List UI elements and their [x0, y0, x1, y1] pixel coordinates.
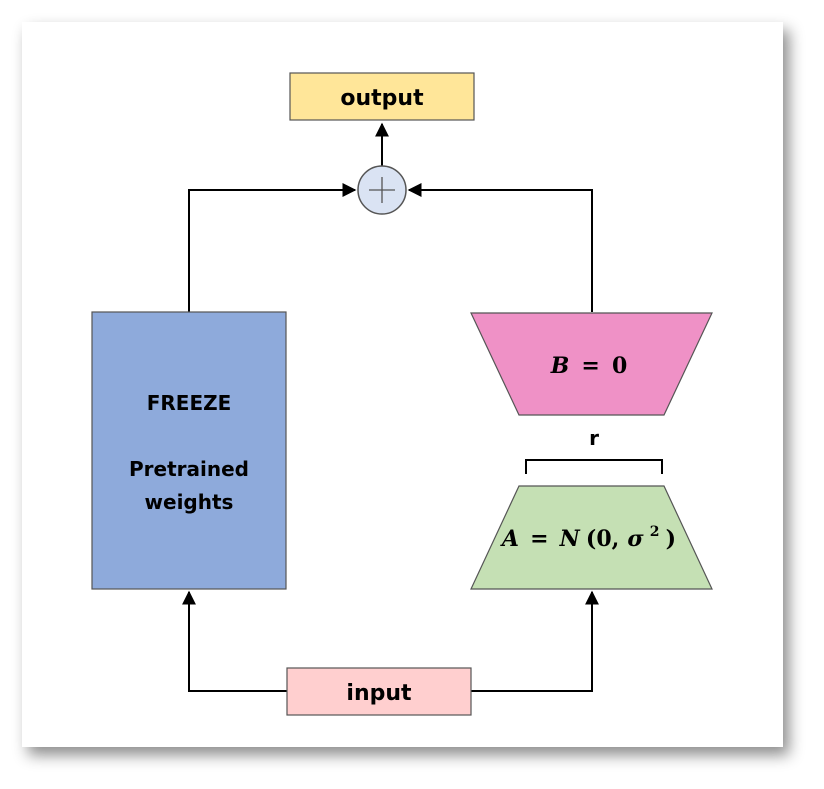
frozen-weights-block: FREEZE Pretrained weights: [91, 311, 287, 590]
input-box: [286, 667, 472, 716]
matrix-a-block: A = N (0, σ 2 ): [470, 485, 713, 590]
connectors: [182, 122, 599, 692]
input-node: input: [286, 667, 472, 716]
rank-brace: [525, 459, 663, 474]
frozen-weights-box: [91, 311, 287, 590]
matrix-b-block: B = 0: [470, 312, 713, 416]
output-box: [289, 72, 475, 121]
pretrained-label: Pretrained: [129, 457, 249, 481]
matrix-b-trapezoid: [470, 312, 713, 416]
matrix-a-trapezoid: [470, 485, 713, 590]
rank-bracket: r: [525, 426, 663, 474]
matrix-b-equation: B = 0: [550, 353, 628, 379]
input-label: input: [346, 681, 412, 706]
weights-label: weights: [145, 490, 234, 514]
arrow-input-to-matrix-a: [471, 590, 599, 692]
arrow-matrix-b-to-sum: [407, 183, 593, 312]
plus-circle-icon: [357, 165, 407, 215]
rank-label: r: [589, 426, 599, 450]
matrix-a-equation: A = N (0, σ 2 ): [500, 516, 676, 552]
output-label: output: [340, 86, 424, 111]
arrow-input-to-frozen: [182, 590, 287, 692]
output-node: output: [289, 72, 475, 121]
freeze-label: FREEZE: [147, 391, 232, 415]
arrow-frozen-to-sum: [188, 183, 357, 312]
